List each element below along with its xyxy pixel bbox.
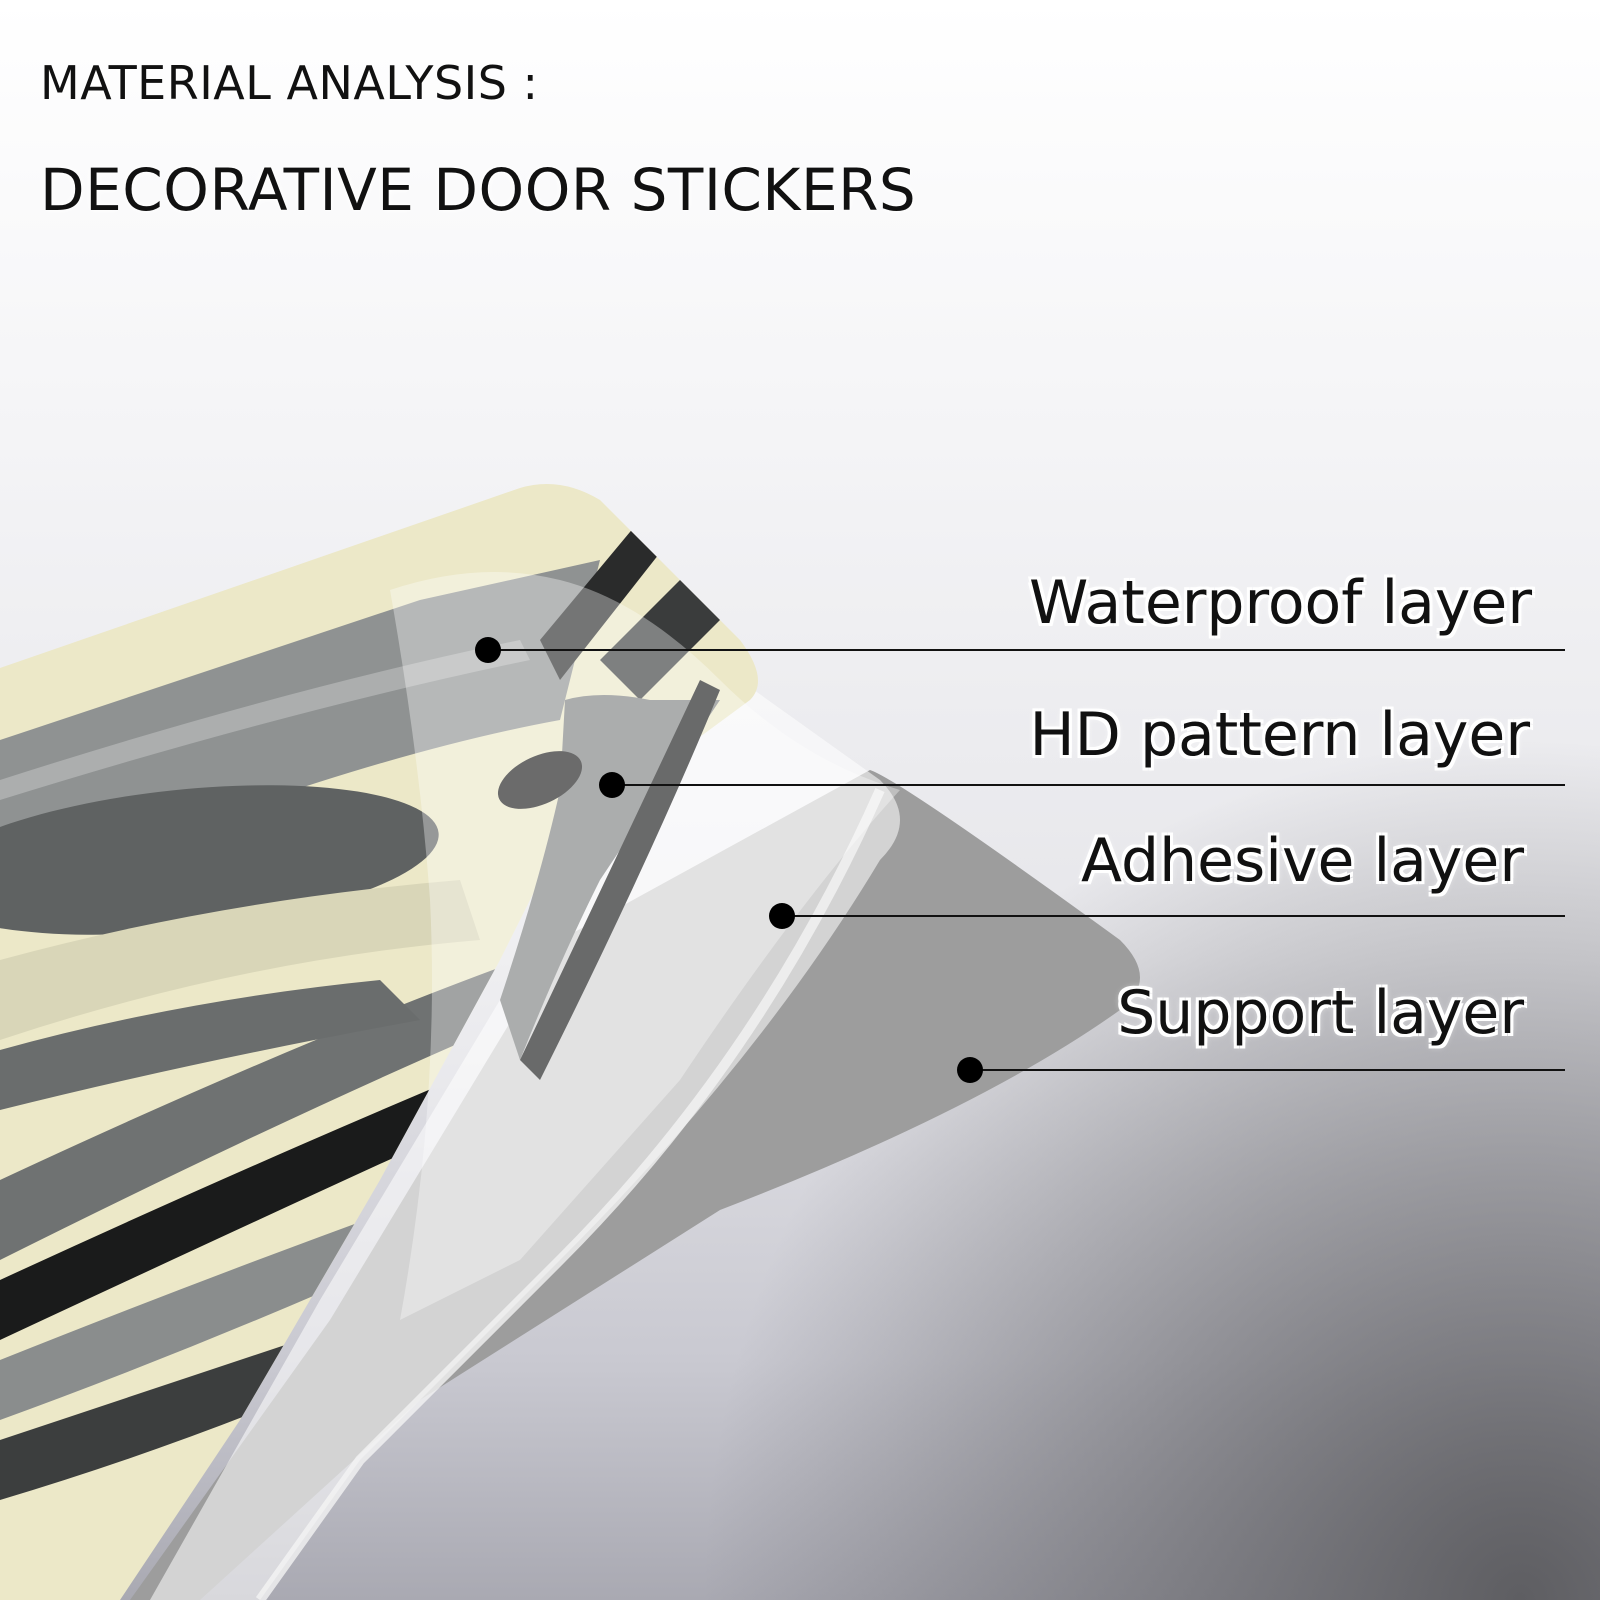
adhesive-layer-sheet [150,680,900,1600]
label-waterproof-layer: Waterproof layer [1029,568,1532,638]
leader-dot-hd [599,772,625,798]
label-hd-pattern-layer: HD pattern layer [1029,700,1530,770]
leader-lines [488,649,1565,1071]
hd-pattern-peeled-corner [500,695,720,1060]
hd-pattern-dark-spot [497,751,583,809]
title-material-analysis: MATERIAL ANALYSIS : [40,56,539,110]
leader-dot-adhesive [769,903,795,929]
label-support-layer: Support layer [1117,978,1524,1048]
waterproof-layer-film [390,572,900,1320]
leader-dot-support [957,1057,983,1083]
adhesive-layer-edge [255,787,885,1600]
label-adhesive-layer: Adhesive layer [1081,826,1524,896]
leader-dots [475,637,983,1083]
title-decorative-door-stickers: DECORATIVE DOOR STICKERS [40,156,917,224]
leader-dot-waterproof [475,637,501,663]
hd-pattern-curl-stripe [520,680,720,1080]
